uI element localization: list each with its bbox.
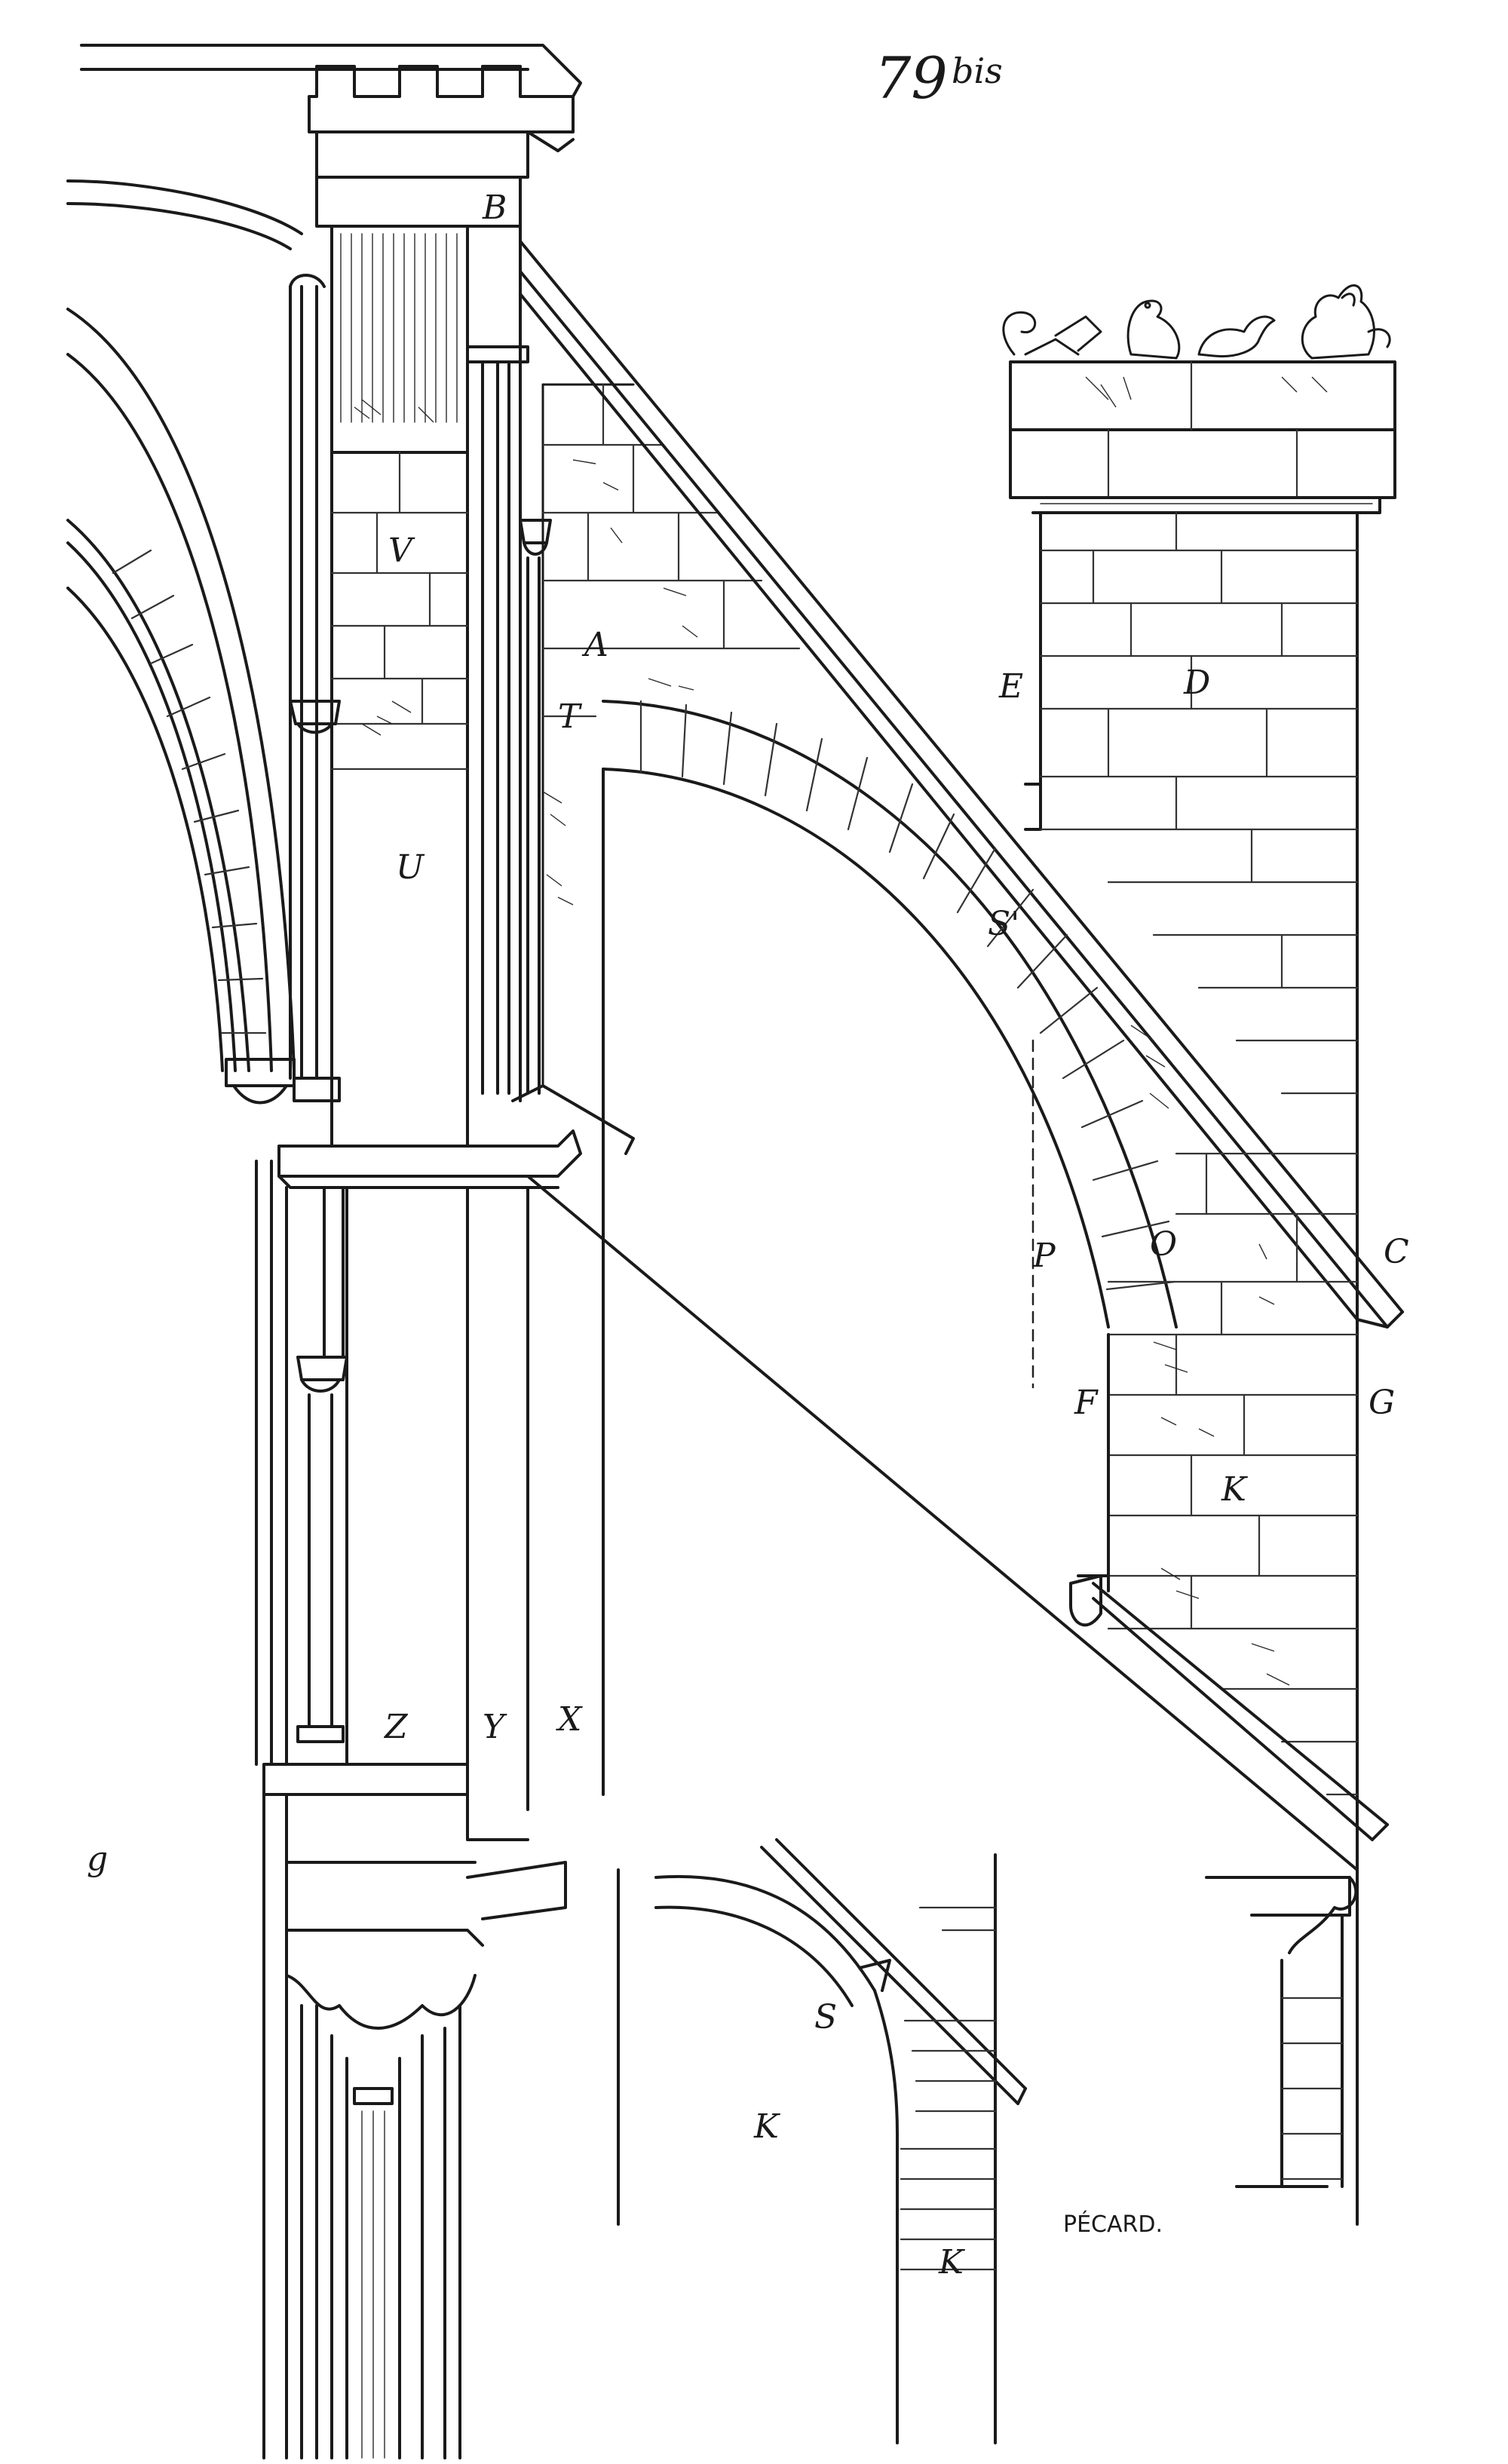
lower-pier [255, 1160, 605, 1841]
lower-buttress-foot [1205, 1838, 1359, 2226]
label-V: V [388, 532, 415, 570]
label-P: P [1032, 1237, 1056, 1275]
pinnacle-sculptures [1002, 284, 1391, 360]
main-pier [225, 225, 522, 1148]
plate-number: 79 bis [875, 44, 1003, 112]
label-Z: Z [383, 1708, 409, 1746]
label-U: U [396, 848, 425, 887]
upper-wall-cornice [80, 44, 582, 228]
label-E: E [998, 667, 1023, 706]
engraver-signature: PÉCARD. [1063, 2211, 1163, 2238]
label-C: C [1384, 1233, 1409, 1271]
section-detail [617, 1838, 1027, 2444]
lower-flying-buttress [526, 1175, 1389, 1871]
upper-flyer-arch [602, 700, 1178, 1796]
label-S-upper: S' [988, 905, 1019, 943]
label-A: A [581, 626, 608, 664]
clustered-pier-base [262, 1793, 567, 2459]
plate-number-text: 79 [875, 44, 948, 112]
upper-masonry-block [541, 383, 801, 1087]
label-Y: Y [483, 1708, 507, 1746]
reference-letters: B V A T E D U S' P O C F G K Z Y X g S K… [87, 188, 1409, 2282]
label-K-lower: K [938, 2243, 965, 2282]
label-K-upper: K [1221, 1470, 1248, 1509]
label-B: B [482, 188, 507, 227]
label-g: g [87, 1840, 108, 1878]
pier-colonnettes [466, 345, 552, 1095]
plate-number-suffix: bis [952, 51, 1003, 91]
nave-vault-arch [66, 179, 303, 1072]
label-T: T [558, 697, 583, 736]
outer-buttress-pier [1009, 360, 1396, 1871]
label-X: X [556, 1700, 583, 1739]
label-D: D [1183, 664, 1210, 702]
label-K-lower-left: K [753, 2107, 780, 2146]
label-G: G [1369, 1384, 1395, 1422]
label-O: O [1150, 1225, 1177, 1264]
upper-flying-buttress [519, 240, 1404, 1329]
label-F: F [1074, 1384, 1099, 1422]
stone-texture [354, 376, 1328, 1686]
label-S-lower: S [814, 1998, 837, 2036]
